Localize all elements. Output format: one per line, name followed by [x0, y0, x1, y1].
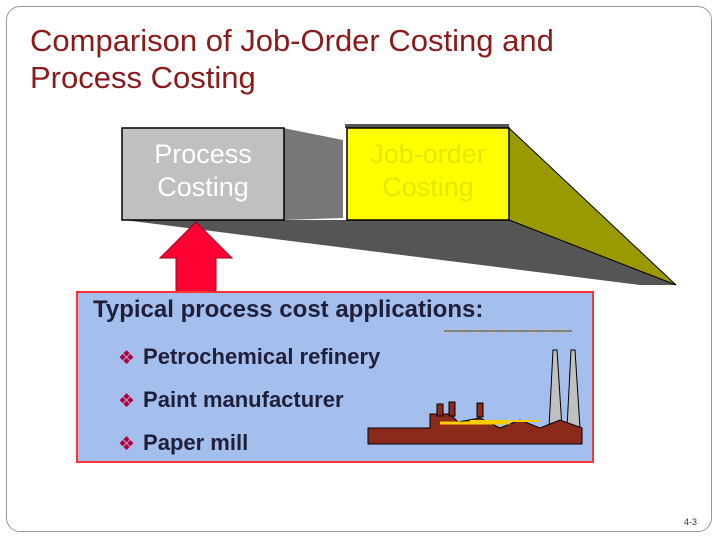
process-costing-box	[121, 127, 285, 221]
process-label-line-1: Process	[154, 139, 252, 169]
title-line-1: Comparison of Job-Order Costing and	[30, 23, 554, 58]
application-item: ❖ Paint manufacturer	[118, 387, 344, 413]
application-label: Paper mill	[143, 430, 249, 455]
process-costing-label: Process Costing	[122, 138, 284, 204]
title-line-2: Process Costing	[30, 60, 256, 95]
slide-title: Comparison of Job-Order Costing and Proc…	[30, 22, 670, 96]
application-item: ❖ Paper mill	[118, 430, 248, 456]
diamond-bullet-icon: ❖	[118, 347, 136, 369]
application-label: Petrochemical refinery	[143, 344, 381, 369]
slide-frame	[6, 6, 712, 532]
job-order-top-wedge	[345, 124, 509, 128]
process-label-line-2: Costing	[157, 172, 249, 202]
applications-heading: Typical process cost applications:	[93, 296, 484, 323]
smokestack-left	[548, 349, 563, 429]
perspective-wedge	[124, 220, 676, 285]
job-label-line-2: Costing	[382, 172, 474, 202]
diamond-bullet-icon: ❖	[118, 390, 136, 412]
job-order-costing-label: Job-order Costing	[347, 138, 509, 204]
job-order-costing-box	[346, 127, 510, 221]
application-item: ❖ Petrochemical refinery	[118, 344, 380, 370]
page-number: 4-3	[684, 517, 698, 527]
smokestack-right	[566, 349, 581, 429]
application-label: Paint manufacturer	[143, 387, 344, 412]
diamond-bullet-icon: ❖	[118, 433, 136, 455]
job-label-line-1: Job-order	[370, 139, 486, 169]
process-wedge-shadow	[283, 128, 343, 220]
